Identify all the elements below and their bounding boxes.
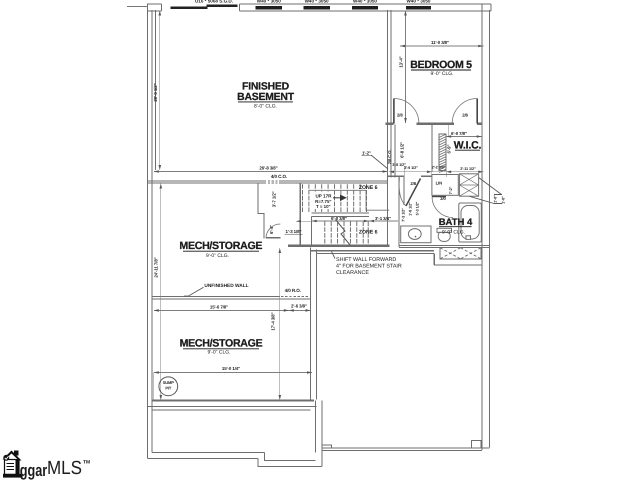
svg-text:MECH/STORAGE: MECH/STORAGE (179, 240, 262, 252)
svg-text:1'-3 1/8": 1'-3 1/8" (286, 229, 302, 234)
svg-text:SHIFT WALL FORWARD: SHIFT WALL FORWARD (336, 257, 396, 263)
svg-text:6'-9": 6'-9" (446, 145, 451, 154)
svg-text:1'-0": 1'-0" (502, 196, 506, 204)
svg-text:6'-4": 6'-4" (269, 225, 274, 234)
svg-text:9'-0" CLG.: 9'-0" CLG. (206, 253, 229, 259)
svg-text:MLS: MLS (47, 458, 82, 479)
svg-text:7'-3 1/2": 7'-3 1/2" (402, 208, 406, 222)
svg-text:17'-4 3/8": 17'-4 3/8" (270, 312, 275, 330)
svg-text:2/8: 2/8 (397, 112, 403, 117)
svg-text:6'-0 7/8": 6'-0 7/8" (451, 131, 467, 136)
svg-text:MECH/STORAGE: MECH/STORAGE (180, 338, 263, 350)
svg-text:6'-8 1/2": 6'-8 1/2" (399, 142, 404, 158)
svg-text:BEDROOM 5: BEDROOM 5 (410, 59, 472, 71)
svg-text:26'-8 3/8": 26'-8 3/8" (259, 166, 277, 171)
svg-text:1'-0": 1'-0" (494, 195, 498, 203)
svg-text:W40 * 3050: W40 * 3050 (353, 0, 377, 4)
svg-text:11'-0 3/8": 11'-0 3/8" (431, 40, 449, 45)
svg-text:2'-2 3/8": 2'-2 3/8" (432, 165, 446, 169)
svg-text:W40 * 3050: W40 * 3050 (305, 0, 329, 4)
svg-text:FINISHED: FINISHED (242, 82, 290, 93)
svg-text:SUMP: SUMP (163, 380, 175, 385)
svg-text:7'-2": 7'-2" (449, 186, 453, 194)
svg-text:9'-0" CLG.: 9'-0" CLG. (207, 349, 230, 355)
svg-text:T = 10": T = 10" (316, 204, 331, 209)
svg-text:15'-6 7/8": 15'-6 7/8" (210, 304, 228, 309)
svg-text:15'-0 1/4": 15'-0 1/4" (222, 366, 240, 371)
svg-text:U16 * 5068 S.G.D.: U16 * 5068 S.G.D. (195, 0, 233, 4)
svg-text:8'-0" CLG.: 8'-0" CLG. (254, 104, 277, 110)
svg-text:1'-2": 1'-2" (362, 151, 371, 156)
svg-text:4/0 R.O.: 4/0 R.O. (285, 288, 301, 293)
svg-text:3'-7 1/2": 3'-7 1/2" (272, 191, 277, 207)
svg-text:BASEMENT: BASEMENT (237, 92, 295, 103)
svg-text:9'-0" CLG.: 9'-0" CLG. (442, 229, 465, 235)
svg-text:2/8: 2/8 (410, 181, 416, 186)
svg-text:3'-1 3/4": 3'-1 3/4" (375, 216, 391, 221)
svg-text:PIT: PIT (165, 386, 172, 391)
svg-text:ZONE 6: ZONE 6 (359, 185, 378, 191)
svg-text:2/8 C.O.: 2/8 C.O. (387, 150, 392, 165)
svg-text:1'-8 1/2": 1'-8 1/2" (409, 202, 413, 216)
svg-text:3'-9 1/2": 3'-9 1/2" (404, 166, 418, 170)
svg-text:W.I.C.: W.I.C. (454, 140, 482, 152)
svg-text:2'-6 3/8": 2'-6 3/8" (291, 303, 307, 308)
svg-text:5'-3 1/2": 5'-3 1/2" (416, 201, 420, 215)
svg-text:W40 * 3050: W40 * 3050 (257, 0, 281, 4)
svg-text:2'-11 1/2": 2'-11 1/2" (460, 167, 476, 171)
svg-text:2/0: 2/0 (440, 196, 446, 201)
svg-text:24'-11 7/8": 24'-11 7/8" (153, 257, 158, 277)
svg-text:W40 * 3050: W40 * 3050 (406, 0, 430, 4)
svg-text:20'-0 1/2": 20'-0 1/2" (153, 83, 158, 101)
svg-text:4/0 C.O.: 4/0 C.O. (271, 174, 287, 179)
svg-text:ggar: ggar (20, 461, 48, 480)
svg-text:13'-4": 13'-4" (399, 56, 404, 67)
svg-text:CLEARANCE: CLEARANCE (336, 270, 369, 276)
svg-text:2/8: 2/8 (462, 112, 468, 117)
svg-text:LIN: LIN (436, 180, 443, 185)
svg-text:3'-8 1/2": 3'-8 1/2" (392, 163, 406, 167)
svg-text:UP 17R: UP 17R (315, 193, 332, 198)
svg-text:9'-0" CLG.: 9'-0" CLG. (430, 71, 453, 77)
svg-text:R=7.75": R=7.75" (315, 199, 331, 204)
svg-text:6'-0 3/8": 6'-0 3/8" (331, 216, 347, 221)
svg-text:4" FOR BASEMENT STAIR: 4" FOR BASEMENT STAIR (336, 264, 402, 270)
svg-text:UNFINISHED WALL: UNFINISHED WALL (204, 283, 248, 289)
svg-text:ZONE 6: ZONE 6 (359, 230, 378, 236)
svg-text:BATH 4: BATH 4 (439, 217, 473, 228)
svg-text:TM: TM (83, 460, 90, 466)
